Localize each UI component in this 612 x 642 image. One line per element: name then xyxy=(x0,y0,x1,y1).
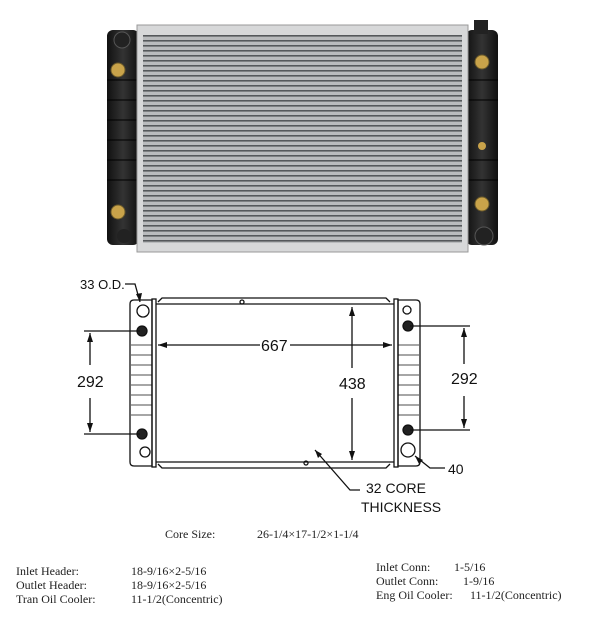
spec-value: 1-5/16 xyxy=(454,560,486,574)
right-spacing-dimension: 292 xyxy=(451,371,478,388)
technical-drawing xyxy=(84,283,470,491)
left-spacing-dimension: 292 xyxy=(77,374,104,391)
outlet-dimension: 40 xyxy=(448,461,464,477)
dimension-labels: 33 O.D. 667 438 292 292 40 32 CORE THICK… xyxy=(77,277,478,515)
spec-value: 11-1/2(Concentric) xyxy=(470,588,562,602)
spec-value: 18-9/16×2-5/16 xyxy=(131,564,207,578)
spec-label: Outlet Conn: xyxy=(376,574,439,588)
width-dimension: 667 xyxy=(261,338,288,355)
spec-value: 11-1/2(Concentric) xyxy=(131,592,223,606)
core-thickness-line2: THICKNESS xyxy=(361,499,441,515)
spec-label: Tran Oil Cooler: xyxy=(16,592,96,606)
core-thickness-line1: 32 CORE xyxy=(366,480,426,496)
spec-value: 18-9/16×2-5/16 xyxy=(131,578,207,592)
spec-label: Eng Oil Cooler: xyxy=(376,588,453,602)
spec-label: Outlet Header: xyxy=(16,578,87,592)
spec-label: Inlet Header: xyxy=(16,564,79,578)
core-size-label: Core Size: xyxy=(165,527,216,541)
radiator-photo xyxy=(107,20,498,253)
height-dimension: 438 xyxy=(339,376,366,393)
spec-label: Inlet Conn: xyxy=(376,560,431,574)
spec-value: 1-9/16 xyxy=(463,574,495,588)
core-size-value: 26-1/4×17-1/2×1-1/4 xyxy=(257,527,359,541)
od-label: 33 O.D. xyxy=(80,277,125,292)
